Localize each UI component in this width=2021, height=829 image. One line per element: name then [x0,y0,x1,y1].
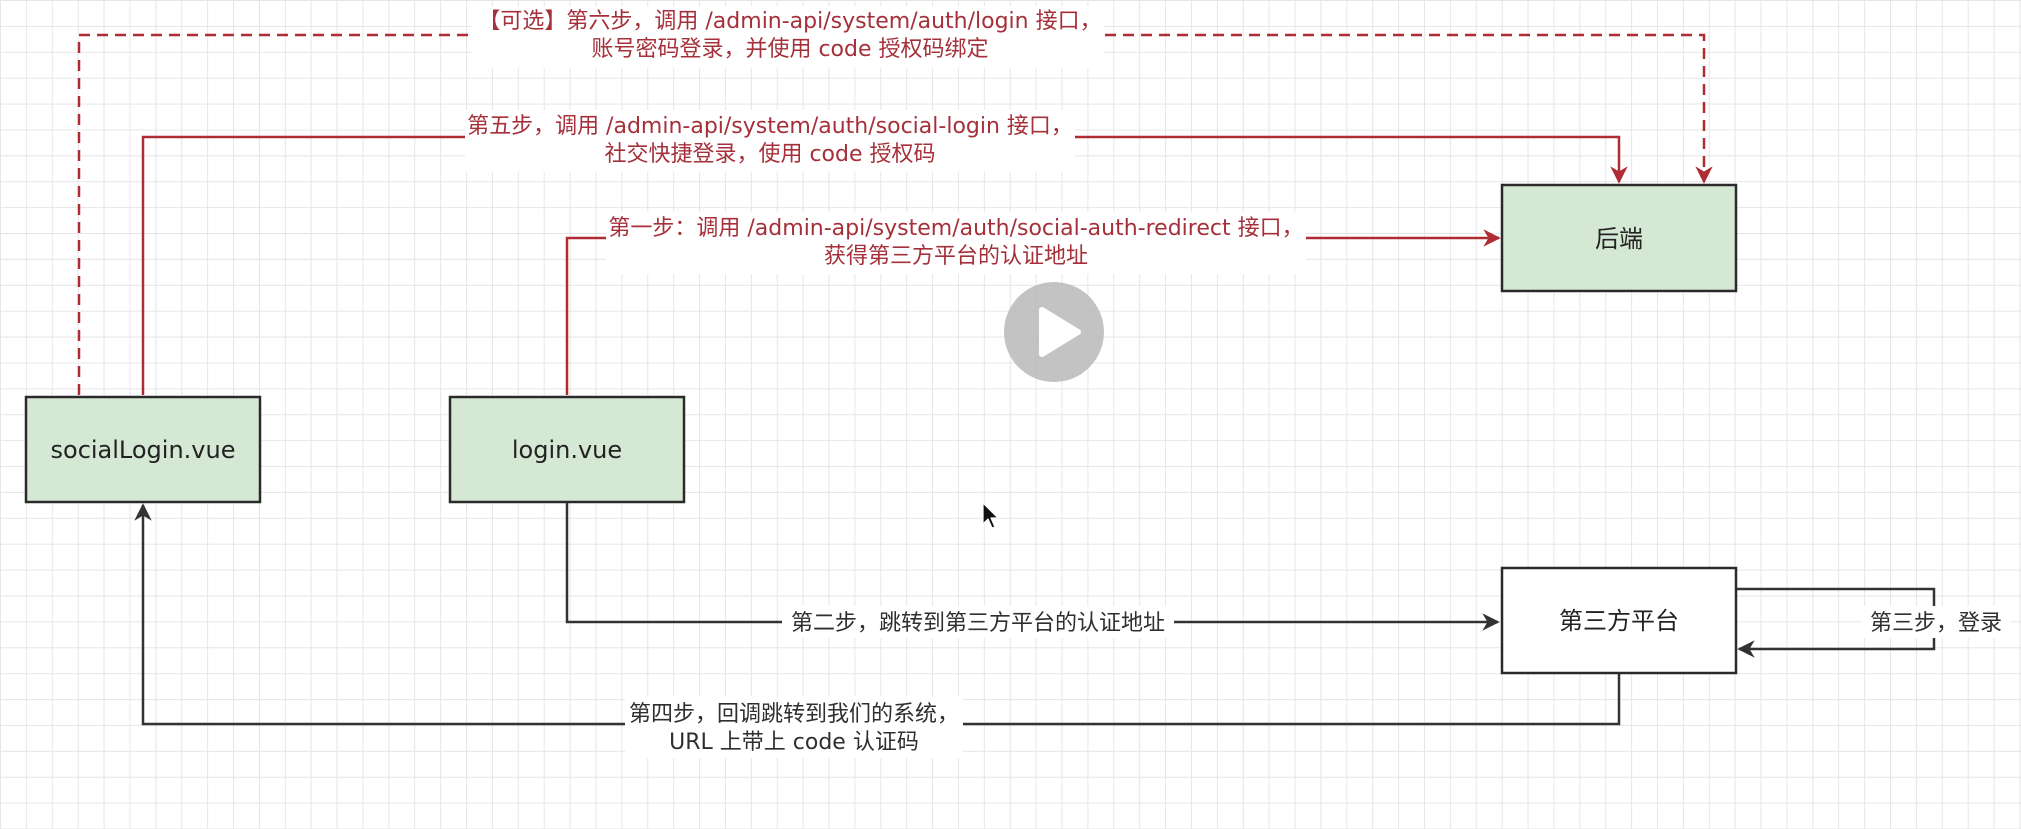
third-party-node-label: 第三方平台 [1559,607,1679,635]
step2-label-bg [782,606,1174,638]
step6-label-line1: 【可选】第六步，调用 /admin-api/system/auth/login … [478,9,1101,34]
step2-label: 第二步，跳转到第三方平台的认证地址 [791,611,1165,636]
step4-label-bg [625,696,963,758]
step5-label-line2: 社交快捷登录，使用 code 授权码 [604,142,935,167]
step1-label-bg [606,212,1306,274]
step6-label-line2: 账号密码登录，并使用 code 授权码绑定 [591,37,988,62]
step5-label-bg [465,110,1075,172]
step1-label-line1: 第一步：调用 /admin-api/system/auth/social-aut… [608,216,1303,241]
social-login-node: socialLogin.vue [24,395,262,504]
play-icon[interactable] [1004,282,1104,382]
step4-label-line2: URL 上带上 code 认证码 [669,730,919,755]
login-node-label: login.vue [512,436,622,464]
step2-connector [565,502,1500,631]
third-party-node: 第三方平台 [1500,566,1738,675]
backend-node: 后端 [1500,183,1738,293]
step6-label-bg [472,6,1104,68]
step3-label: 第三步，登录 [1870,611,2002,636]
step4-label-line1: 第四步，回调跳转到我们的系统， [629,702,959,727]
mouse-pointer-icon [982,502,999,529]
step5-label-line1: 第五步，调用 /admin-api/system/auth/social-log… [467,114,1073,139]
step3-label-bg [1862,606,2010,638]
login-node: login.vue [448,395,686,504]
backend-node-label: 后端 [1595,225,1643,253]
social-login-node-label: socialLogin.vue [51,436,236,464]
step1-label-line2: 获得第三方平台的认证地址 [824,244,1088,269]
